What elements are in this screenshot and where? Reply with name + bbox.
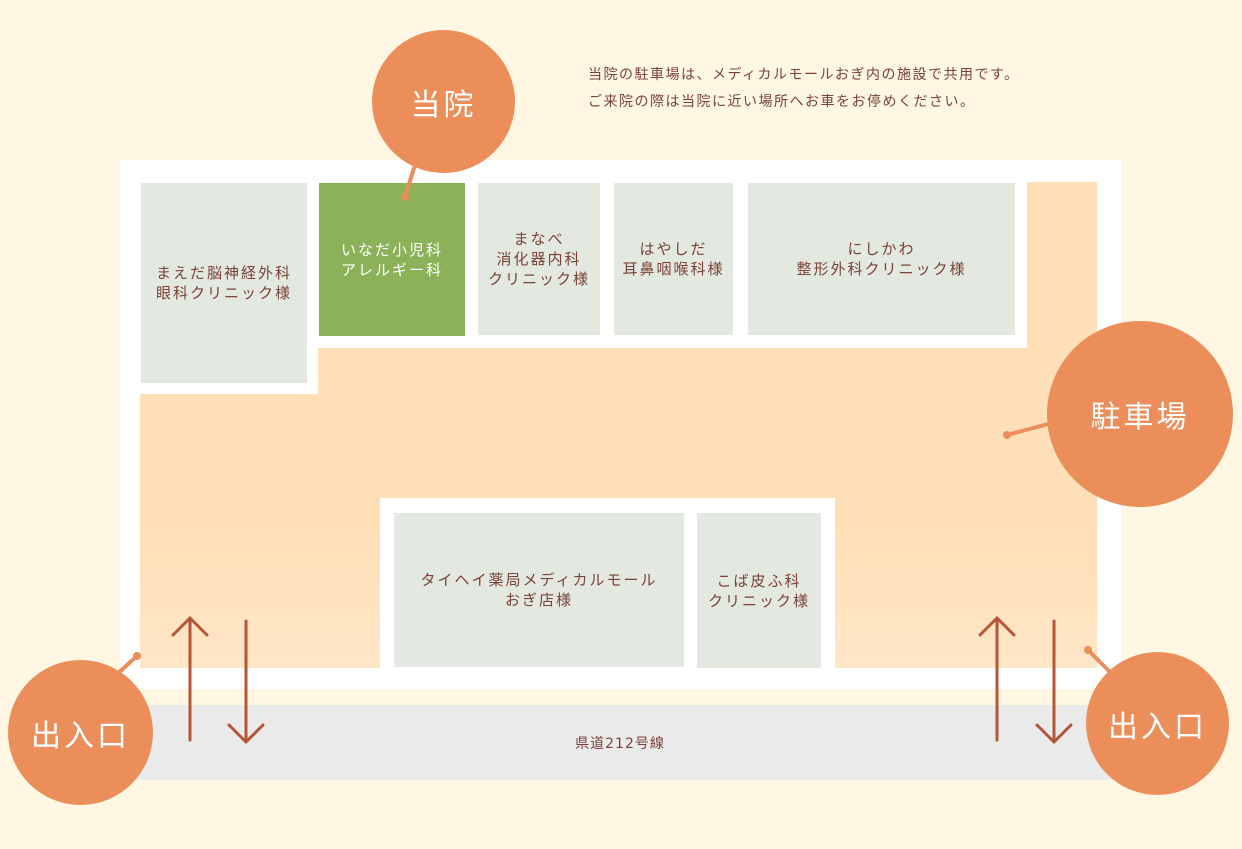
store-name-line: タイヘイ薬局メディカルモール xyxy=(420,571,658,589)
store-nishikawa: にしかわ 整形外科クリニック様 xyxy=(748,183,1015,335)
store-name-line: クリニック様 xyxy=(487,270,590,288)
store-name-line: 耳鼻咽喉科様 xyxy=(622,260,725,278)
store-manabe: まなべ 消化器内科 クリニック様 xyxy=(478,183,600,335)
clinic-pointer-line xyxy=(403,166,416,199)
right-exit-arrow xyxy=(1035,619,1073,744)
store-name-line: いなだ小児科 xyxy=(340,240,443,259)
store-name-line: まえだ脳神経外科 xyxy=(155,264,292,282)
notice-line-2: ご来院の際は当院に近い場所へお車をお停めください。 xyxy=(588,94,976,110)
parking-pointer-line xyxy=(1005,421,1054,437)
store-name-line: はやしだ xyxy=(639,240,708,258)
left-entrance-label: 出入口 xyxy=(31,718,130,754)
right-entry-arrow xyxy=(978,616,1016,742)
store-name-line: おぎ店様 xyxy=(504,591,573,609)
store-name-line: 消化器内科 xyxy=(496,250,582,268)
right-entrance-label: 出入口 xyxy=(1108,709,1207,745)
parking-label: 駐車場 xyxy=(1090,400,1190,435)
store-name-line: 眼科クリニック様 xyxy=(155,284,292,302)
parking-bubble: 駐車場 xyxy=(1047,321,1233,507)
our-clinic-label: 当院 xyxy=(410,87,477,123)
left-entry-arrow xyxy=(171,616,209,742)
store-name-line: 整形外科クリニック様 xyxy=(796,260,967,278)
store-name-line: にしかわ xyxy=(847,240,916,258)
parking-notice: 当院の駐車場は、メディカルモールおぎ内の施設で共用です。 ご来院の際は当院に近い… xyxy=(588,62,1020,116)
left-entrance-bubble: 出入口 xyxy=(8,660,153,805)
store-name-line: アレルギー科 xyxy=(340,260,443,279)
store-name-line: クリニック様 xyxy=(707,591,810,610)
notice-line-1: 当院の駐車場は、メディカルモールおぎ内の施設で共用です。 xyxy=(588,67,1020,83)
right-entrance-pointer-dot xyxy=(1084,646,1092,654)
left-exit-arrow xyxy=(227,619,265,744)
store-koba: こば皮ふ科 クリニック様 xyxy=(697,513,821,668)
store-name-line: こば皮ふ科 xyxy=(716,571,802,590)
prefectural-road xyxy=(120,705,1120,780)
store-hayashida: はやしだ 耳鼻咽喉科様 xyxy=(614,183,733,335)
left-entrance-pointer-dot xyxy=(133,652,141,660)
our-clinic-bubble: 当院 xyxy=(372,30,515,173)
store-maeda: まえだ脳神経外科 眼科クリニック様 xyxy=(141,183,307,383)
store-inada-our-clinic: いなだ小児科 アレルギー科 xyxy=(319,183,465,336)
road-label: 県道212号線 xyxy=(575,736,665,752)
right-entrance-bubble: 出入口 xyxy=(1086,652,1229,795)
store-taihei-pharmacy: タイヘイ薬局メディカルモール おぎ店様 xyxy=(394,513,684,667)
clinic-pointer-dot xyxy=(401,193,409,201)
store-name-line: まなべ xyxy=(513,230,565,248)
parking-pointer-dot xyxy=(1003,431,1011,439)
right-entrance-pointer-line xyxy=(1086,648,1112,674)
